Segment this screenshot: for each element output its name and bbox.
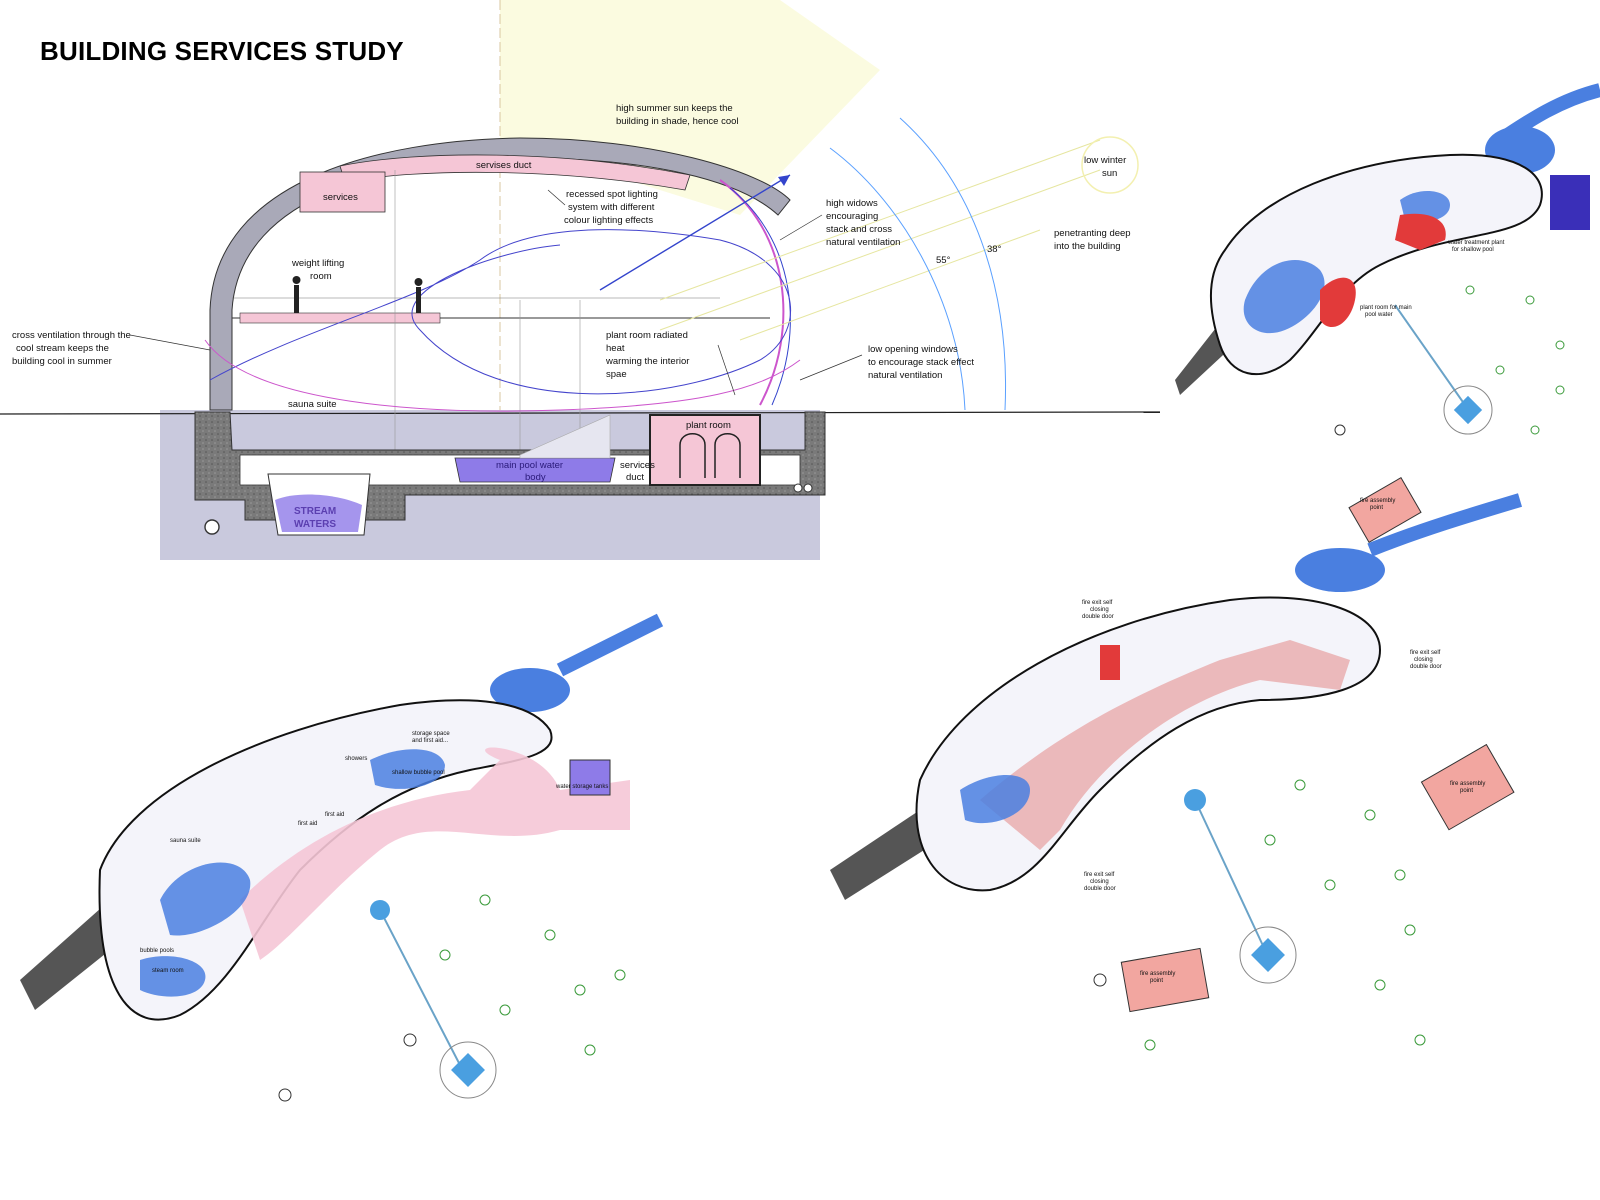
label-services-duct-b-1: services [620, 460, 655, 471]
label-high-windows-2: encouraging [826, 211, 878, 222]
label-showers: showers [345, 756, 367, 762]
label-fire-exit-top-3: double door [1082, 614, 1114, 620]
label-steam-room: steam room [152, 968, 184, 974]
label-high-summer-sun-1: high summer sun keeps the [616, 103, 733, 114]
services-box [299, 171, 386, 213]
label-fire-exit-bottom-3: double door [1084, 886, 1116, 892]
label-cross-vent-3: building cool in summer [12, 356, 112, 367]
label-recessed-1: recessed spot lighting [566, 189, 658, 200]
label-storage-1: storage space [412, 731, 450, 737]
fire-assembly-bottom-box [1120, 947, 1210, 1013]
label-fire-assembly-right-2: point [1460, 788, 1473, 794]
label-low-windows-2: to encourage stack effect [868, 357, 974, 368]
fire-assembly-right-box [1420, 743, 1515, 831]
label-fire-exit-bottom-2: closing [1090, 879, 1109, 885]
label-plant-room: plant room [686, 420, 731, 431]
label-high-windows-1: high widows [826, 198, 878, 209]
label-plant-radiated-3: warming the interior [605, 356, 689, 367]
plan-top-right: water treatment plant for shallow pool p… [1175, 83, 1600, 436]
label-fire-assembly-right-1: fire assembly [1450, 781, 1485, 787]
label-main-pool-1: main pool water [496, 460, 563, 471]
label-angle-38: 38° [987, 244, 1002, 255]
label-high-windows-3: stack and cross [826, 224, 892, 235]
building-section: high summer sun keeps the building in sh… [0, 0, 1161, 560]
label-stream-1: STREAM [294, 506, 336, 517]
label-high-summer-sun-2: building in shade, hence cool [616, 116, 739, 127]
page-title: BUILDING SERVICES STUDY [40, 36, 404, 66]
label-angle-55: 55° [936, 255, 951, 266]
plan-tr-shell [1210, 153, 1543, 376]
label-recessed-2: system with different [568, 202, 655, 213]
label-services: services [323, 192, 358, 203]
label-plant-main-2: pool water [1365, 312, 1393, 318]
label-fire-exit-bottom-1: fire exit self [1084, 872, 1115, 878]
label-fire-exit-top-2: closing [1090, 607, 1109, 613]
label-cross-vent-1: cross ventilation through the [12, 330, 131, 341]
label-cross-vent-2: cool stream keeps the [16, 343, 109, 354]
label-storage-2: and first aid... [412, 738, 448, 744]
label-fire-assembly-bottom-2: point [1150, 978, 1163, 984]
label-weight-lifting-1: weight lifting [291, 258, 344, 269]
label-first-aid-2: first aid [325, 812, 344, 818]
plan-bl-shell [98, 699, 553, 1021]
label-plant-main-1: plant room for main [1360, 305, 1412, 311]
plan-bottom-left: storage space and first aid... shallow b… [20, 613, 664, 1102]
plan-bottom-right: fire assembly point fire exit self closi… [830, 476, 1523, 1051]
label-fire-exit-right-3: double door [1410, 664, 1442, 670]
label-recessed-3: colour lighting effects [564, 215, 653, 226]
label-sauna-suite-plan: sauna suite [170, 838, 201, 844]
label-plant-radiated-4: spae [606, 369, 627, 380]
label-low-windows-1: low opening windows [868, 344, 958, 355]
label-sauna-suite: sauna suite [288, 399, 337, 410]
fire-assembly-top-box [1348, 476, 1422, 544]
label-water-tanks: water storage tanks [555, 784, 608, 790]
label-services-duct-top: servises duct [476, 160, 532, 171]
label-plant-radiated-2: heat [606, 343, 625, 354]
label-penetrating-2: into the building [1054, 241, 1121, 252]
label-first-aid-1: first aid [298, 821, 317, 827]
label-water-treatment-1: water treatment plant [1447, 240, 1505, 246]
label-main-pool-2: body [525, 472, 546, 483]
label-fire-assembly-bottom-1: fire assembly [1140, 971, 1175, 977]
services-duct-top [339, 154, 691, 191]
label-fire-exit-right-2: closing [1414, 657, 1433, 663]
label-low-winter-sun-2: sun [1102, 168, 1117, 179]
label-fire-assembly-top-1: fire assembly [1360, 498, 1395, 504]
label-penetrating-1: penetranting deep [1054, 228, 1131, 239]
label-high-windows-4: natural ventilation [826, 237, 900, 248]
label-bubble-pools: bubble pools [140, 948, 174, 954]
label-water-treatment-2: for shallow pool [1452, 247, 1494, 253]
label-services-duct-b-2: duct [626, 472, 644, 483]
label-fire-assembly-top-2: point [1370, 505, 1383, 511]
label-weight-lifting-2: room [310, 271, 332, 282]
plan-br-shell [915, 596, 1382, 892]
label-shallow-pool: shallow bubble pool [392, 770, 445, 776]
label-low-windows-3: natural ventilation [868, 370, 942, 381]
label-plant-radiated-1: plant room radiated [606, 330, 688, 341]
label-low-winter-sun-1: low winter [1084, 155, 1126, 166]
label-stream-2: WATERS [294, 519, 336, 530]
label-fire-exit-right-1: fire exit self [1410, 650, 1441, 656]
cross-ventilation-loop [209, 229, 792, 395]
label-fire-exit-top-1: fire exit self [1082, 600, 1113, 606]
winter-sun-icon [1081, 136, 1139, 194]
